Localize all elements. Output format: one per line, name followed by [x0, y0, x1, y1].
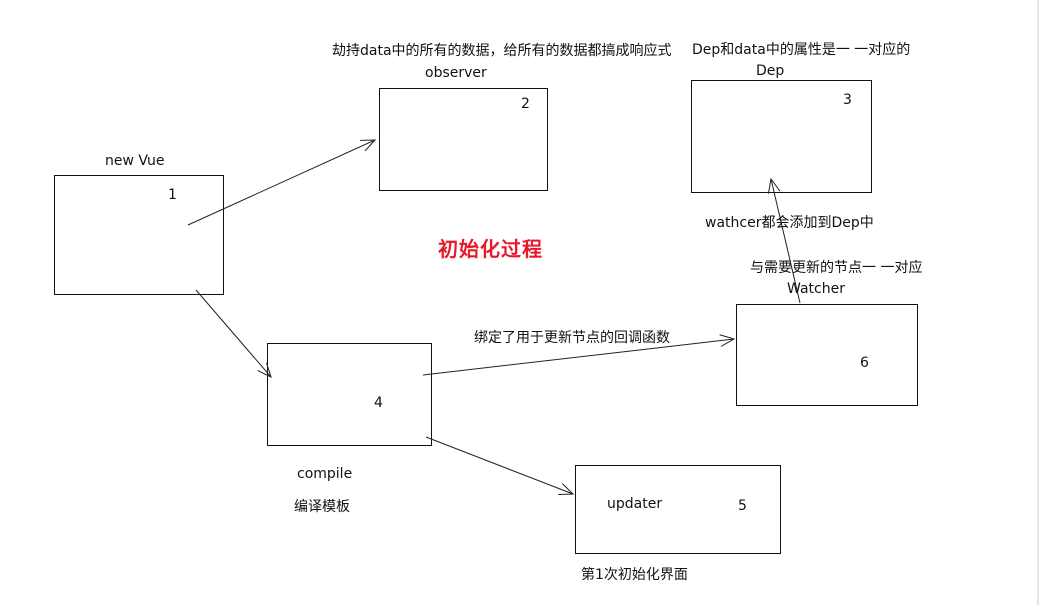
compile-number: 4 [374, 395, 383, 411]
diagram-title: 初始化过程 [438, 237, 543, 261]
observer-box [379, 88, 548, 191]
observer-number: 2 [521, 96, 530, 112]
watcher-label: Watcher [787, 281, 845, 297]
updater-label: updater [607, 496, 663, 512]
updater-number: 5 [738, 498, 747, 514]
observer-note: 劫持data中的所有的数据，给所有的数据都搞成响应式 [332, 43, 672, 59]
updater-box [575, 465, 781, 554]
compile-note: 编译模板 [294, 499, 350, 515]
watcher-to-dep-note: wathcer都会添加到Dep中 [705, 215, 874, 231]
arrow-compile-to-updater [425, 436, 573, 494]
arrow-newvue-to-compile [195, 289, 271, 377]
dep-number: 3 [843, 92, 852, 108]
observer-label: observer [425, 65, 487, 81]
new-vue-number: 1 [168, 187, 177, 203]
compile-box [267, 343, 432, 446]
new-vue-box [54, 175, 224, 295]
dep-box [691, 80, 872, 193]
dep-note: Dep和data中的属性是一 一对应的 [692, 42, 911, 58]
watcher-box [736, 304, 918, 406]
new-vue-label: new Vue [105, 153, 165, 169]
arrow-newvue-to-observer [187, 140, 375, 226]
compile-label: compile [297, 466, 353, 482]
dep-label: Dep [756, 63, 785, 79]
compile-to-watcher-note: 绑定了用于更新节点的回调函数 [474, 330, 670, 346]
watcher-number: 6 [860, 355, 869, 371]
updater-note: 第1次初始化界面 [581, 567, 688, 583]
watcher-note: 与需要更新的节点一 一对应 [750, 260, 923, 276]
arrow-watcher-to-dep [771, 179, 801, 304]
arrow-compile-to-watcher [422, 339, 734, 376]
